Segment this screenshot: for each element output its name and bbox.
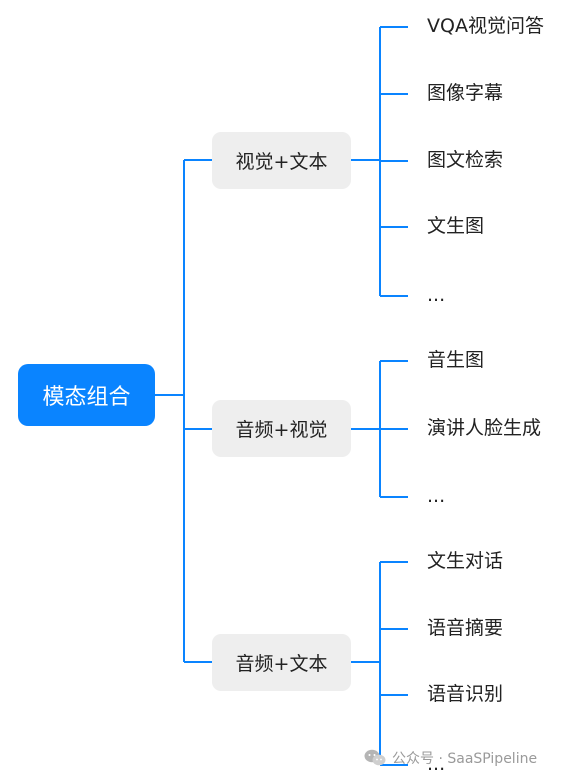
leaf-node: 文生图 (427, 215, 485, 237)
branch-node-audio-vision: 音频+视觉 (212, 400, 351, 457)
wechat-icon (364, 749, 386, 766)
leaf-node: 音生图 (427, 349, 485, 371)
leaf-node: ... (427, 485, 446, 507)
leaf-node: ... (427, 753, 446, 775)
watermark-text: 公众号 · SaaSPipeline (392, 751, 538, 767)
leaf-node: 语音识别 (427, 683, 504, 705)
root-node: 模态组合 (18, 364, 155, 426)
branch-node-vision-text: 视觉+文本 (212, 132, 351, 189)
branch-node-audio-text: 音频+文本 (212, 634, 351, 691)
leaf-node: 文生对话 (427, 550, 504, 572)
leaf-node: 图像字幕 (427, 82, 504, 104)
leaf-node: 图文检索 (427, 149, 504, 171)
leaf-node: ... (427, 284, 446, 306)
leaf-node: VQA视觉问答 (427, 15, 544, 37)
watermark: 公众号 · SaaSPipeline (364, 748, 537, 768)
leaf-node: 语音摘要 (427, 617, 504, 639)
leaf-node: 演讲人脸生成 (427, 417, 542, 439)
